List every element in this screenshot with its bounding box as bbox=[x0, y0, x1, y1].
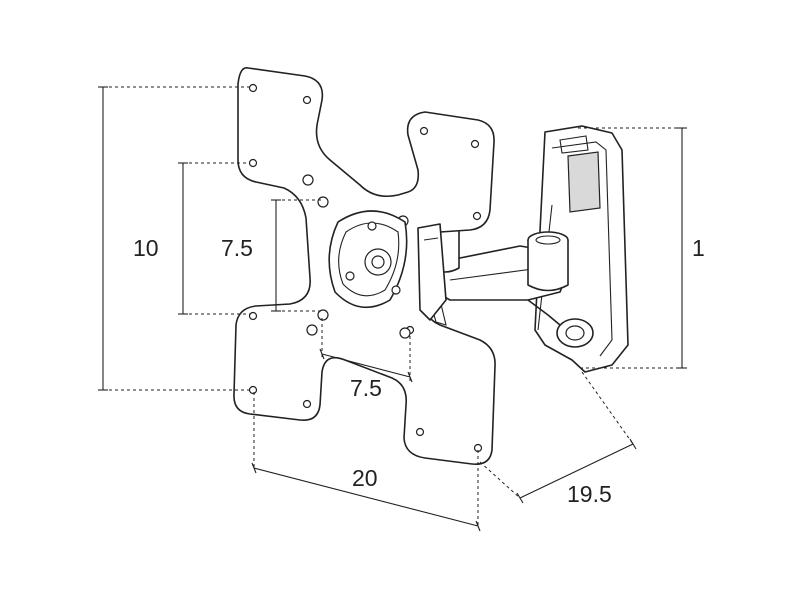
wall-bracket bbox=[534, 125, 629, 373]
dimension-inner-height: 7.5 bbox=[178, 162, 322, 315]
inner-height-label: 7.5 bbox=[221, 235, 253, 261]
dimension-depth: 19.5 bbox=[479, 371, 637, 507]
dimension-outer-height: 10 bbox=[98, 86, 250, 391]
dimension-bracket-height: 1 bbox=[578, 127, 705, 369]
depth-label: 19.5 bbox=[567, 481, 612, 507]
swing-arm bbox=[429, 225, 594, 348]
vesa-plate bbox=[233, 67, 496, 466]
dimension-outer-width: 20 bbox=[251, 392, 481, 532]
outer-width-label: 20 bbox=[352, 465, 378, 491]
outer-height-label: 10 bbox=[133, 235, 159, 261]
inner-width-label: 7.5 bbox=[350, 375, 382, 401]
bracket-height-label: 1 bbox=[692, 235, 705, 261]
dimension-inner-width: 7.5 bbox=[319, 318, 413, 401]
